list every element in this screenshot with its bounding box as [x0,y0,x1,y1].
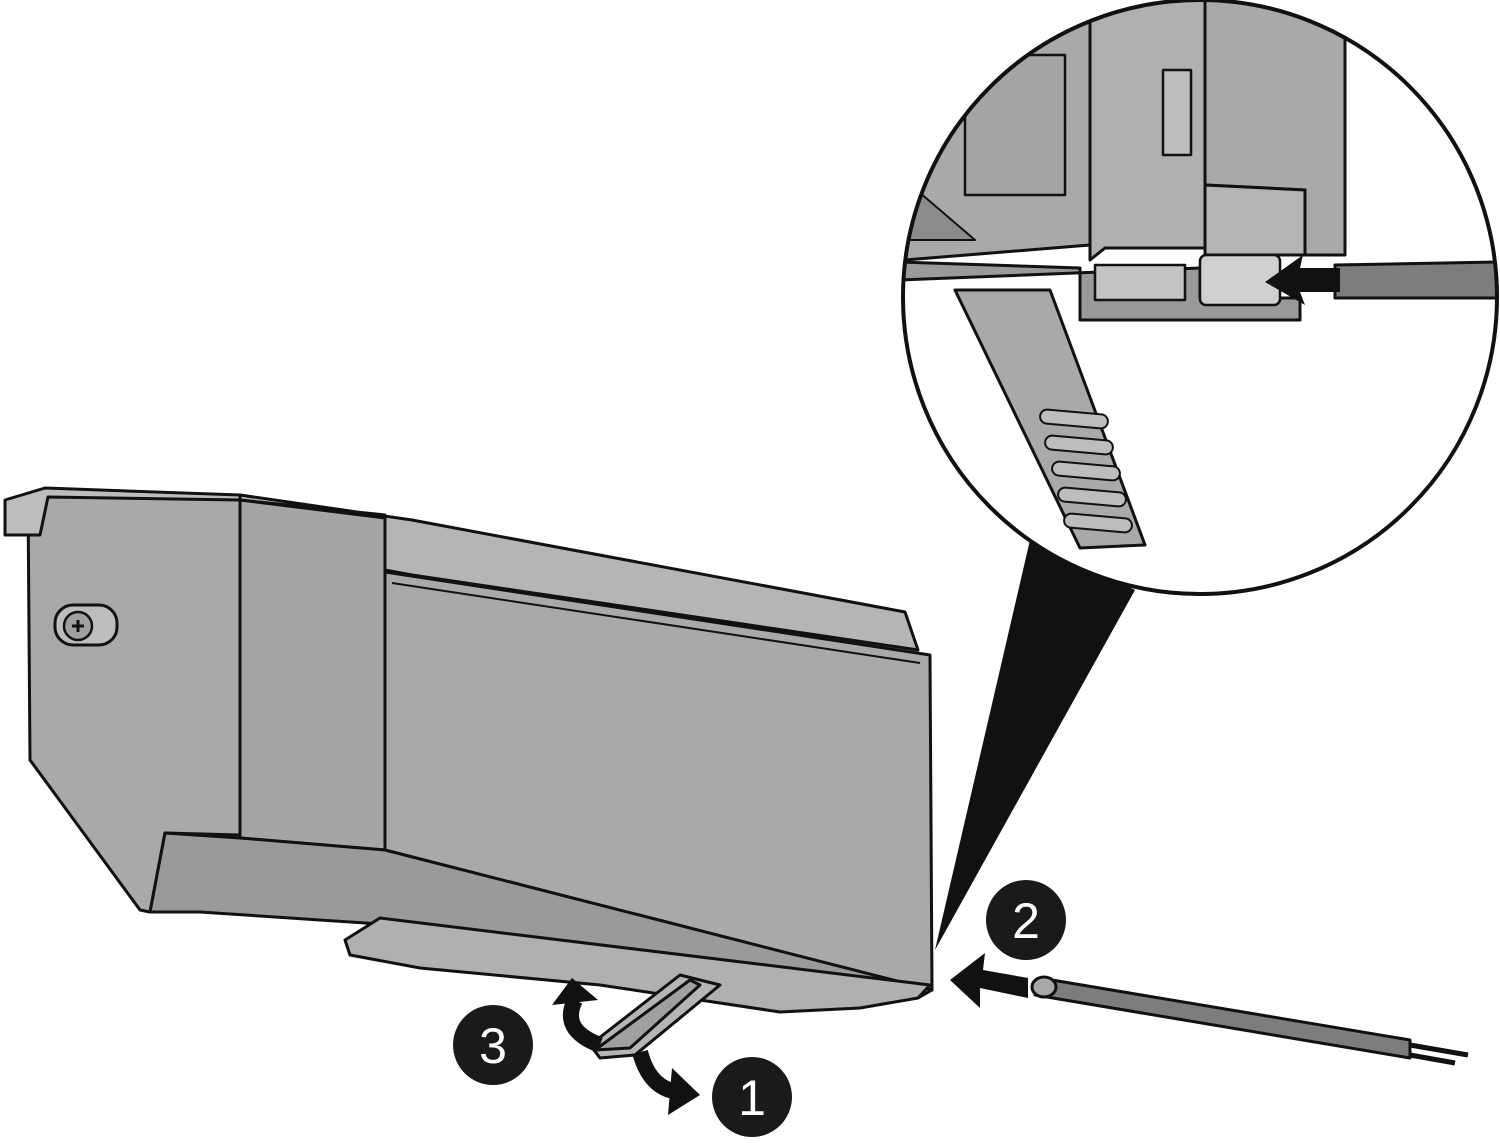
housing-bottom-edge [148,831,934,1000]
cable [1030,975,1469,1066]
screw-cap-icon [53,603,119,647]
housing-underside [343,916,932,1014]
step-badge-2: 2 [986,880,1066,960]
housing-middle-panel [238,498,387,852]
device-housing [3,486,934,1014]
step-badge-3: 3 [453,1005,533,1085]
release-lever [588,973,722,1060]
step-2-label: 2 [1012,893,1040,949]
zoom-insert-arrow-icon [1265,255,1340,305]
magnifier-border [901,0,1499,596]
step-badge-1: 1 [712,1057,792,1137]
step-1-label: 1 [738,1070,766,1126]
front-face-ridge [391,582,921,664]
magnifier-connector-cone [935,540,1135,950]
rotate-up-arrow-icon [563,996,604,1053]
magnified-detail [903,0,1497,550]
step-3-label: 3 [479,1018,507,1074]
insert-arrow-icon [950,953,1028,1008]
cable-sheath [1033,976,1412,1060]
housing-top-lip [3,486,242,537]
